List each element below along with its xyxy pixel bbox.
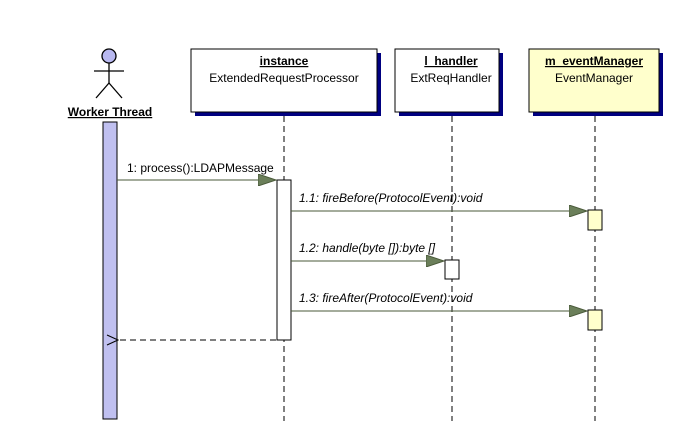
lifeline-handler-name: l_handler <box>424 54 478 68</box>
lifeline-box-instance[interactable] <box>190 48 378 113</box>
message-label: 1.2: handle(byte []):byte [] <box>299 241 436 255</box>
lifeline-instance-name: instance <box>260 54 309 68</box>
activation-bar-eventmanager-2 <box>587 309 603 331</box>
activation-bar-instance <box>276 179 292 341</box>
lifeline-class-name: ExtReqHandler <box>410 71 491 85</box>
message-label: 1.3: fireAfter(ProtocolEvent):void <box>299 291 473 305</box>
message-1[interactable]: 1: process():LDAPMessage <box>117 161 276 180</box>
activation-bar-eventmanager-1 <box>587 209 603 231</box>
message-label: 1: process():LDAPMessage <box>127 161 274 175</box>
lifeline-class-name: EventManager <box>555 71 633 85</box>
message-label: 1.1: fireBefore(ProtocolEvent):void <box>299 191 483 205</box>
actor-activation-bar <box>102 121 118 420</box>
lifeline-eventmanager: m_eventManager EventManager <box>528 48 663 421</box>
actor-head <box>101 48 117 64</box>
actor-label: Worker Thread <box>68 105 152 119</box>
activation-bar-handler <box>444 259 460 280</box>
stick-figure-icon <box>94 48 124 99</box>
lifeline-eventmanager-name: m_eventManager <box>545 54 643 68</box>
message-1-1[interactable]: 1.1: fireBefore(ProtocolEvent):void <box>291 191 587 211</box>
lifeline-class-name: ExtendedRequestProcessor <box>209 71 358 85</box>
lifeline-box-handler[interactable] <box>394 48 500 113</box>
lifeline-box-eventmanager[interactable] <box>528 48 660 113</box>
lifeline-instance: instance ExtendedRequestProcessor <box>190 48 381 421</box>
actor-worker-thread: Worker Thread <box>68 48 152 420</box>
message-1-3[interactable]: 1.3: fireAfter(ProtocolEvent):void <box>291 291 587 311</box>
message-1-2[interactable]: 1.2: handle(byte []):byte [] <box>291 241 444 261</box>
lifeline-handler: l_handler ExtReqHandler <box>394 48 503 421</box>
